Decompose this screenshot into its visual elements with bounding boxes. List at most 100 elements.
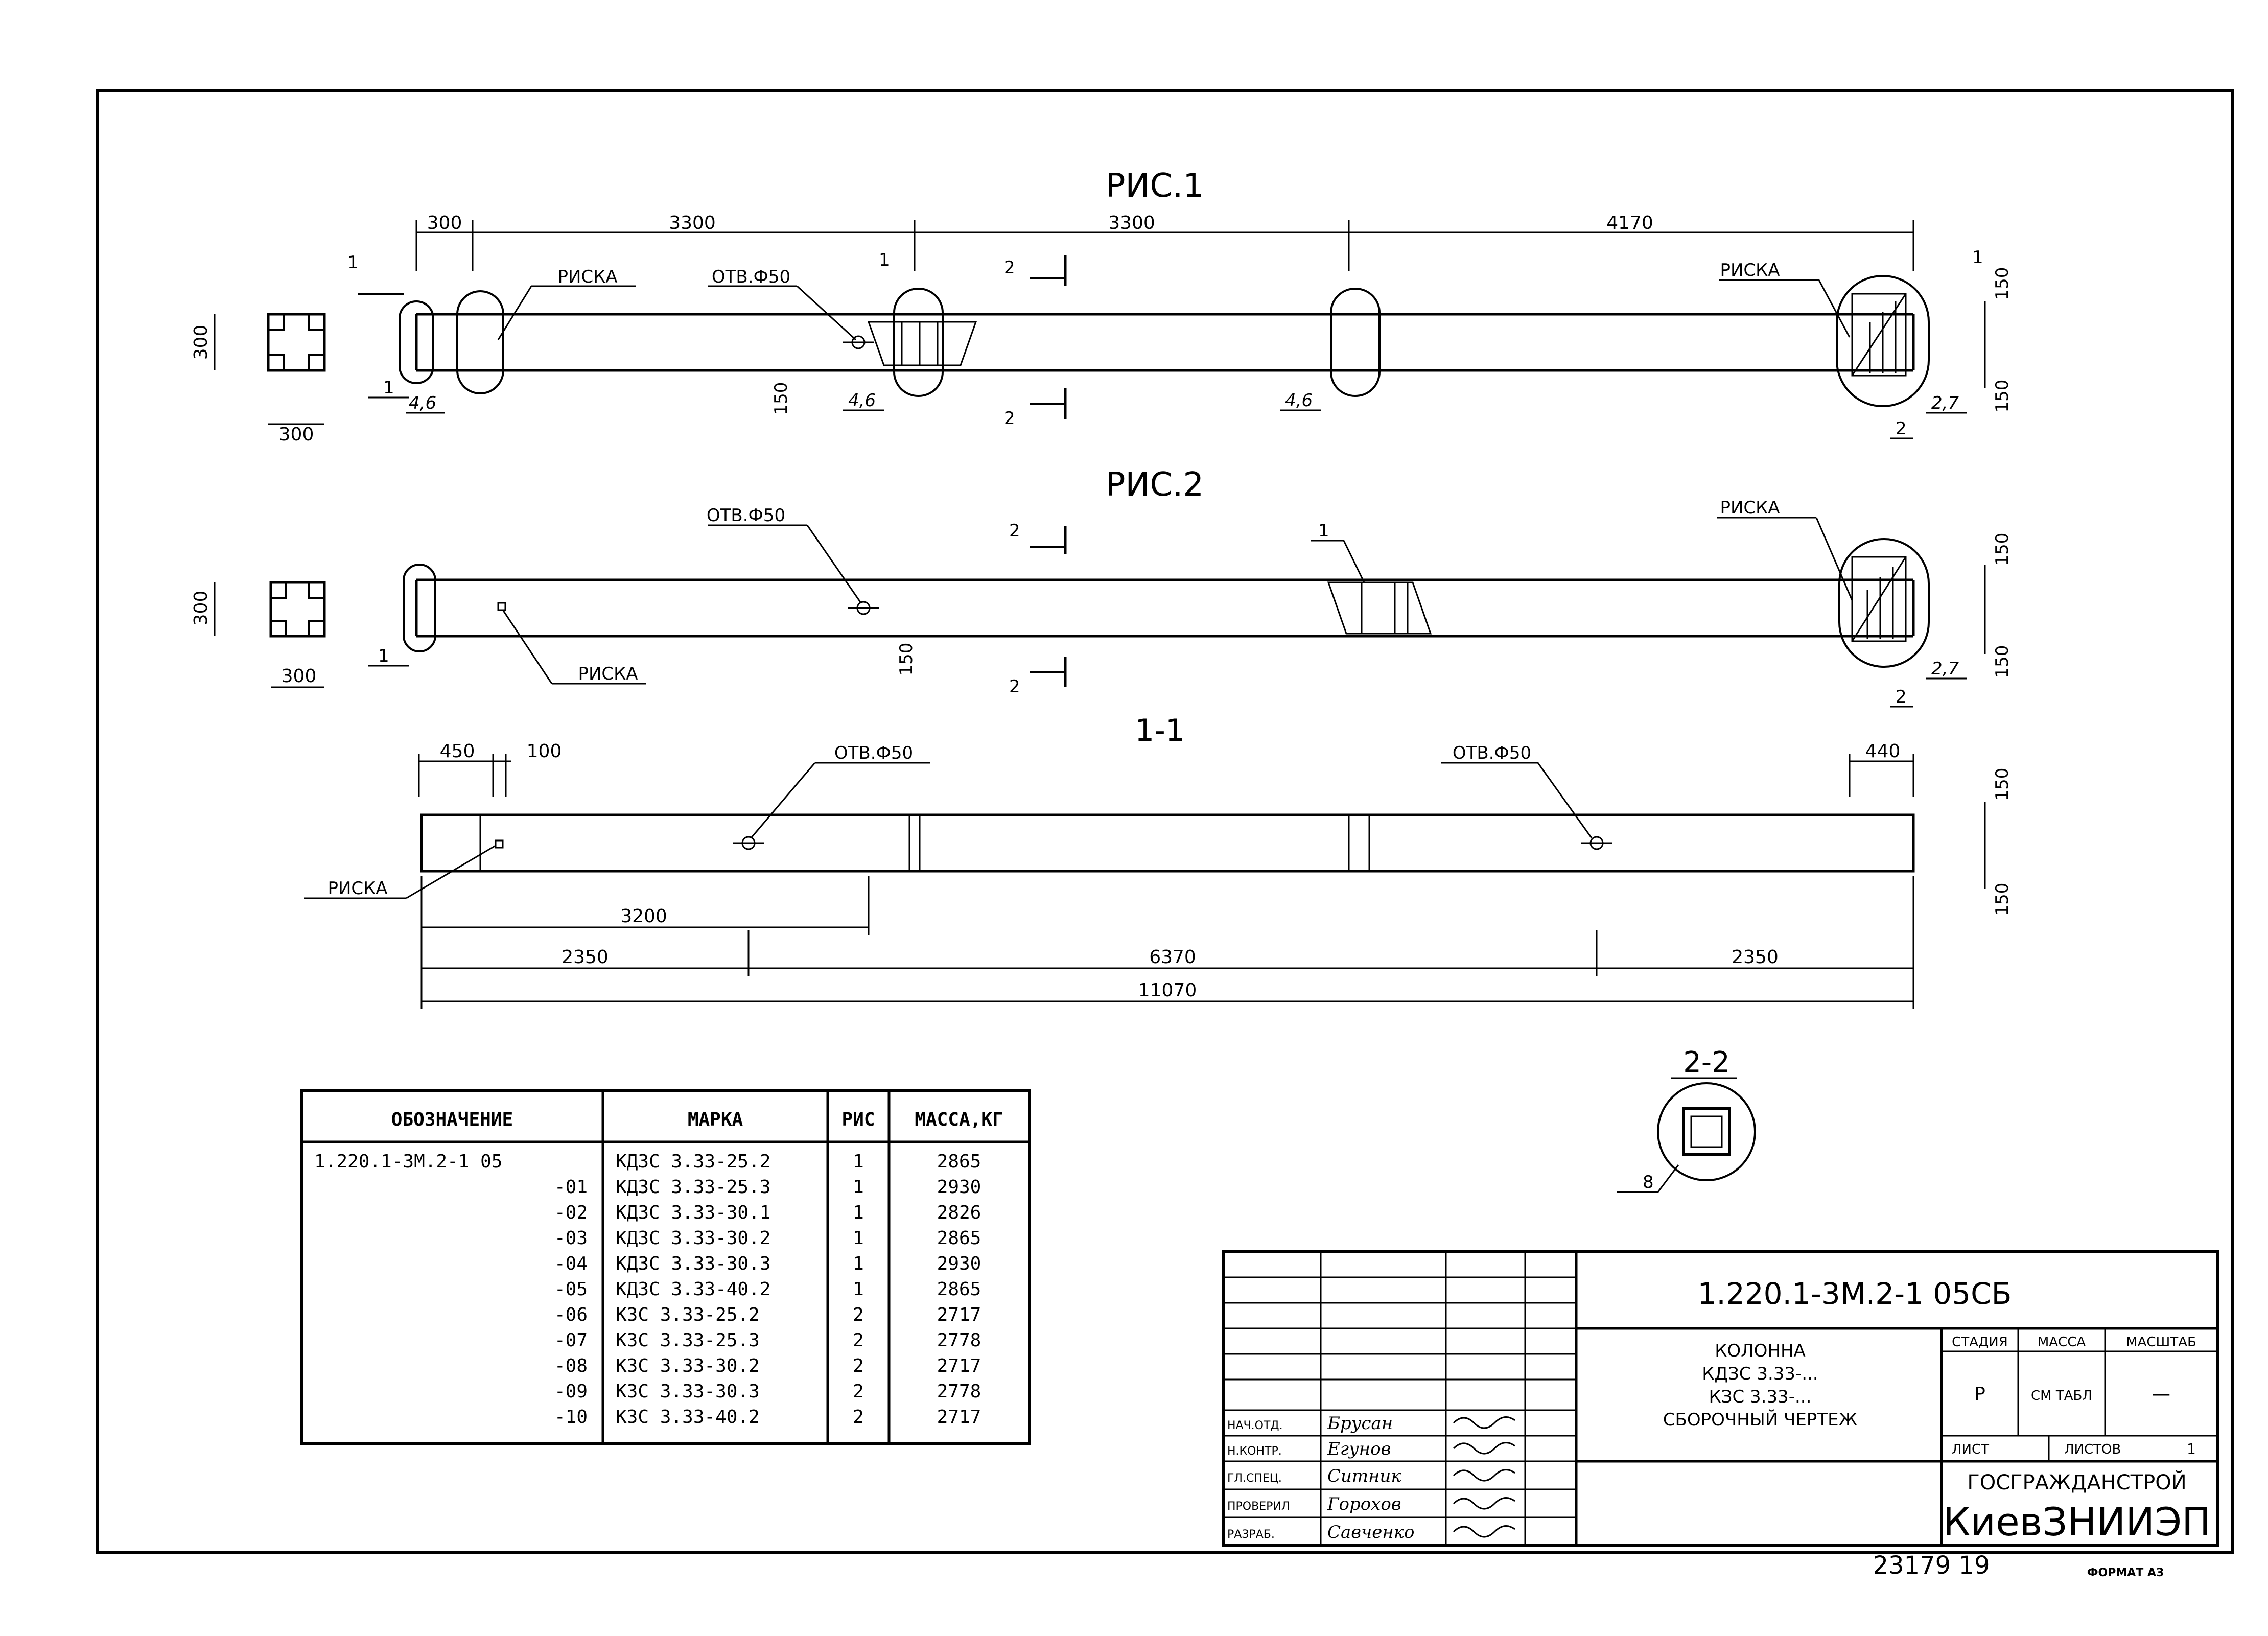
spec-cell-mass: 2930 <box>937 1177 981 1198</box>
spec-cell-fig: 1 <box>853 1151 864 1172</box>
fig1-hole: ОТВ.Ф50 <box>712 267 790 287</box>
sheet-label: ЛИСТ <box>1952 1442 1989 1457</box>
spec-cell-mark: КЗС 3.33-30.2 <box>616 1355 760 1376</box>
fig2-callout-1-insert: 1 <box>1318 521 1329 541</box>
section-1-1: 1-1 450 100 440 ОТВ.Ф50 ОТВ.Ф50 РИСК <box>304 713 2013 1009</box>
spec-cell-mark: КЗС 3.33-25.3 <box>616 1330 760 1351</box>
scale-value: — <box>2152 1384 2170 1405</box>
spec-cell-fig: 2 <box>853 1304 864 1325</box>
fig1-cut-1-left: 1 <box>347 252 359 273</box>
fig1-dim-300: 300 <box>427 213 462 233</box>
spec-table: ОБОЗНАЧЕНИЕ МАРКА РИС МАССА,КГ 1.220.1-3… <box>300 1089 1031 1445</box>
spec-header-mass: МАССА,КГ <box>915 1109 1003 1130</box>
spec-cell-mass: 2865 <box>937 1228 981 1249</box>
spec-cell-mass: 2717 <box>937 1355 981 1376</box>
section11-beam <box>420 813 1915 873</box>
fig1-section-height: 300 <box>191 325 212 360</box>
section11-dim-11070: 11070 <box>1138 980 1197 1001</box>
spec-cell-mark: КДЗС 3.33-30.3 <box>616 1253 770 1274</box>
spec-header-fig: РИС <box>841 1109 875 1130</box>
section11-hole-right: ОТВ.Ф50 <box>1453 743 1531 763</box>
fig2-title: РИС.2 <box>1106 466 1204 504</box>
spec-cell-mass: 2778 <box>937 1381 981 1402</box>
fig2-column <box>403 538 1930 668</box>
role-title: РАЗРАБ. <box>1227 1528 1275 1541</box>
spec-cell-mass: 2717 <box>937 1407 981 1428</box>
section11-dim-440: 440 <box>1865 741 1901 762</box>
fig1-cut-2-bottom: 2 <box>1004 408 1015 429</box>
section11-top-dims <box>418 754 1914 797</box>
fig2-callout-1-left: 1 <box>378 646 389 666</box>
role-person-name: Ситник <box>1327 1466 1401 1486</box>
fig2-cross-section <box>214 581 326 688</box>
fig1-column <box>399 275 1930 407</box>
spec-cell-fig: 1 <box>853 1228 864 1249</box>
spec-cell-fig: 2 <box>853 1407 864 1428</box>
spec-cell-designation: -03 <box>554 1228 588 1249</box>
spec-header-mark: МАРКА <box>688 1109 743 1130</box>
spec-cell-fig: 2 <box>853 1330 864 1351</box>
spec-cell-mark: КЗС 3.33-25.2 <box>616 1304 760 1325</box>
spec-cell-mark: КДЗС 3.33-40.2 <box>616 1279 770 1300</box>
title-line-4: СБОРОЧНЫЙ ЧЕРТЕЖ <box>1663 1409 1857 1430</box>
fig1-cut-2-top: 2 <box>1004 258 1015 278</box>
signature-mark <box>1453 1525 1515 1538</box>
figure-2: РИС.2 300 300 ОТВ.Ф50 РИСКА <box>191 466 2013 708</box>
spec-cell-fig: 1 <box>853 1202 864 1223</box>
fig1-cut-1-right: 1 <box>1972 247 1983 268</box>
mass-label: МАССА <box>2038 1335 2086 1350</box>
spec-cell-designation: -06 <box>554 1304 588 1325</box>
spec-cell-mass: 2778 <box>937 1330 981 1351</box>
spec-cell-mark: КДЗС 3.33-25.3 <box>616 1177 770 1198</box>
fig1-callout-27: 2,7 <box>1931 393 1959 413</box>
fig1-dim-4170: 4170 <box>1606 213 1653 233</box>
signature-mark <box>1453 1497 1515 1510</box>
title-line-1: КОЛОННА <box>1715 1341 1806 1361</box>
section11-bottom-dims <box>420 876 1914 1009</box>
spec-cell-designation: 1.220.1-3М.2-1 05 <box>314 1151 502 1172</box>
spec-cell-designation: -08 <box>554 1355 588 1376</box>
spec-cell-fig: 2 <box>853 1381 864 1402</box>
fig2-offset-150: 150 <box>896 643 917 676</box>
spec-cell-designation: -02 <box>554 1202 588 1223</box>
fig2-risk-right: РИСКА <box>1720 498 1780 518</box>
fig1-dim-3300-b: 3300 <box>1108 213 1155 233</box>
section11-dim-6370: 6370 <box>1149 947 1196 968</box>
spec-cell-mass: 2930 <box>937 1253 981 1274</box>
signature-mark <box>1453 1442 1515 1455</box>
role-title: ПРОВЕРИЛ <box>1227 1500 1290 1513</box>
fig2-section-width: 300 <box>282 666 317 687</box>
spec-cell-designation: -01 <box>554 1177 588 1198</box>
fig2-cut-2-bottom: 2 <box>1009 676 1020 697</box>
section11-dim-3200: 3200 <box>620 906 667 927</box>
section11-dim-2350-right: 2350 <box>1732 947 1779 968</box>
fig1-callout-2: 2 <box>1896 418 1907 439</box>
section22-callout-8: 8 <box>1643 1172 1654 1193</box>
title-block-roles: НАЧ.ОТД.БрусанН.КОНТР.ЕгуновГЛ.СПЕЦ.Ситн… <box>1227 1413 1515 1542</box>
figure-1: РИС.1 300 3300 3300 4170 300 300 <box>191 167 2013 445</box>
fig2-section-height: 300 <box>191 591 212 626</box>
fig2-cut-2-top: 2 <box>1009 521 1020 541</box>
spec-cell-mark: КЗС 3.33-40.2 <box>616 1407 760 1428</box>
fig1-callout-46b: 4,6 <box>848 390 876 411</box>
spec-cell-mass: 2865 <box>937 1151 981 1172</box>
title-line-3: КЗС 3.33-... <box>1709 1387 1812 1407</box>
fig2-right-dim-bottom: 150 <box>1992 645 2013 679</box>
spec-cell-mark: КДЗС 3.33-25.2 <box>616 1151 770 1172</box>
fig1-callout-46a: 4,6 <box>409 393 436 413</box>
spec-cell-mass: 2717 <box>937 1304 981 1325</box>
fig1-section-width: 300 <box>279 424 314 445</box>
spec-cell-fig: 1 <box>853 1253 864 1274</box>
doc-code: 1.220.1-3М.2-1 05СБ <box>1698 1276 2012 1311</box>
fig1-dim-3300-a: 3300 <box>669 213 716 233</box>
section11-dim-450: 450 <box>440 741 475 762</box>
org-line-1: ГОСГРАЖДАНСТРОЙ <box>1967 1470 2186 1494</box>
section11-dim-100: 100 <box>527 741 562 762</box>
fig2-right-dim-top: 150 <box>1992 533 2013 566</box>
spec-header-designation: ОБОЗНАЧЕНИЕ <box>391 1109 513 1130</box>
spec-cell-fig: 1 <box>853 1177 864 1198</box>
section11-title: 1-1 <box>1135 713 1185 749</box>
spec-cell-mark: КЗС 3.33-30.3 <box>616 1381 760 1402</box>
spec-cell-fig: 1 <box>853 1279 864 1300</box>
